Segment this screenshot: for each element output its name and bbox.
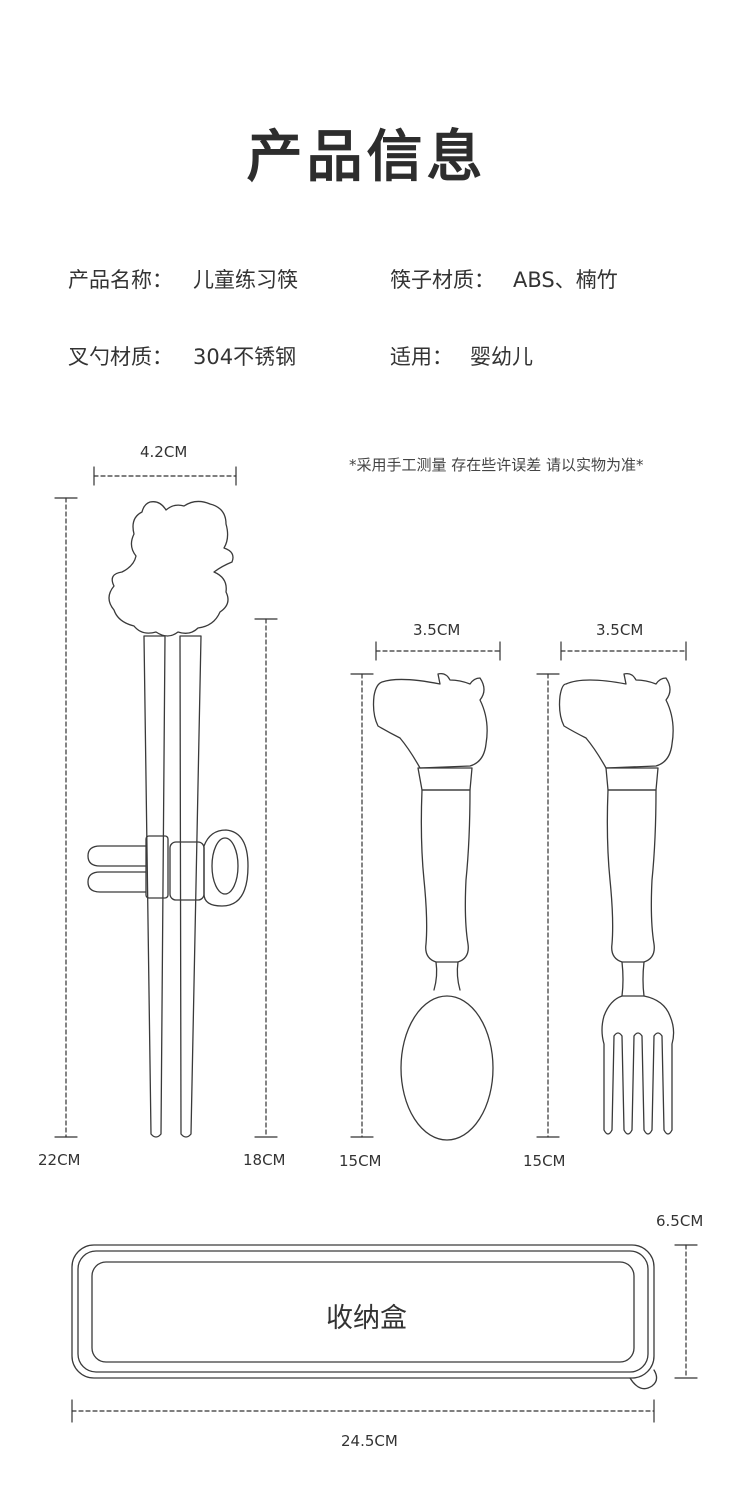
chopstick-material-value: ABS、楠竹 bbox=[513, 268, 618, 292]
chopsticks-drawing bbox=[87, 500, 249, 1138]
spoon-length-label: 15CM bbox=[339, 1152, 382, 1170]
fork-width-label: 3.5CM bbox=[596, 621, 644, 639]
storage-case-drawing bbox=[71, 1244, 658, 1390]
fork-spoon-material-value: 304不锈钢 bbox=[193, 345, 297, 369]
fork-drawing bbox=[558, 672, 675, 1135]
measurement-note: *采用手工测量 存在些许误差 请以实物为准* bbox=[349, 456, 644, 474]
chopsticks-width-label: 4.2CM bbox=[140, 443, 188, 461]
suitable-label: 适用： bbox=[390, 345, 453, 369]
chopstick-material-label: 筷子材质： bbox=[390, 268, 495, 292]
product-name-value: 儿童练习筷 bbox=[193, 268, 298, 292]
case-height-label: 6.5CM bbox=[656, 1212, 704, 1230]
suitable-value: 婴幼儿 bbox=[470, 345, 533, 369]
storage-case-label: 收纳盒 bbox=[326, 1303, 407, 1334]
dimension-lines bbox=[54, 466, 698, 1423]
chopsticks-stick-length-label: 18CM bbox=[243, 1151, 286, 1169]
fork-length-label: 15CM bbox=[523, 1152, 566, 1170]
case-length-label: 24.5CM bbox=[341, 1432, 398, 1450]
spoon-width-label: 3.5CM bbox=[413, 621, 461, 639]
fork-spoon-material-label: 叉勺材质： bbox=[68, 345, 173, 369]
chopsticks-total-length-label: 22CM bbox=[38, 1151, 81, 1169]
spoon-drawing bbox=[372, 672, 494, 1141]
product-name-label: 产品名称： bbox=[68, 268, 173, 292]
page-title: 产品信息 bbox=[246, 125, 487, 190]
